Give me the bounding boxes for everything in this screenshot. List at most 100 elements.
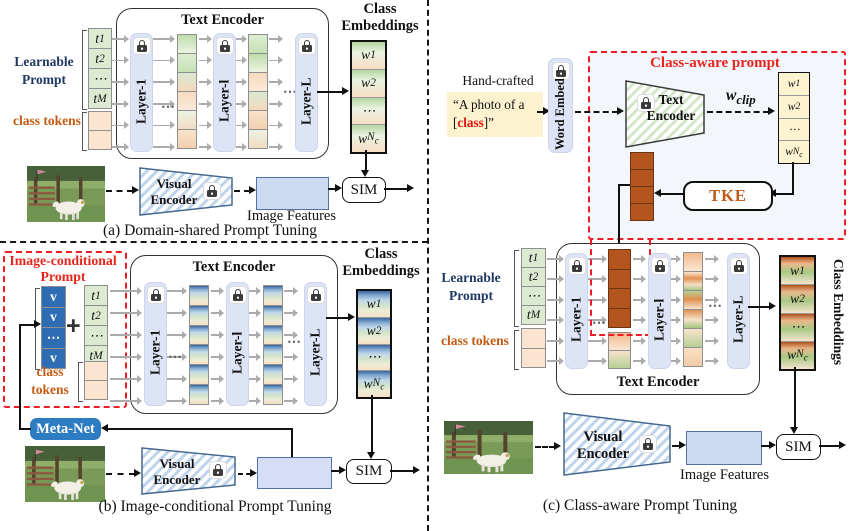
- flow-arrow-icon: [633, 316, 646, 324]
- feature-token-cell: [177, 110, 197, 130]
- word-embed-label: Word Embed: [553, 78, 567, 150]
- token-column: [248, 34, 268, 149]
- dashed-flow-arrow: [238, 469, 257, 478]
- class-token: [84, 361, 108, 381]
- image-features-box: [257, 457, 332, 489]
- feature-token-cell: [263, 344, 283, 366]
- lock-icon: [228, 285, 247, 304]
- flow-arrow: [326, 312, 355, 323]
- flow-arrow-icon: [236, 56, 247, 64]
- class-token: [88, 130, 112, 150]
- visual-encoder-label: Visual Encoder: [153, 456, 201, 487]
- flow-arrow-icon: [112, 121, 129, 129]
- gray-arrow-group: [671, 255, 681, 365]
- flow-arrow-icon: [588, 296, 607, 304]
- gray-arrow-group: [199, 35, 212, 151]
- dashed-flow-arrow: [331, 466, 346, 475]
- lock-icon: [215, 36, 234, 55]
- feature-token-cell: [683, 271, 703, 291]
- class-tokens-label: class tokens: [441, 333, 509, 348]
- flow-arrow: [672, 440, 686, 451]
- panel-divider-horizontal: [0, 241, 428, 243]
- feature-token-cell: [189, 364, 209, 386]
- flow-arrow-icon: [249, 375, 261, 383]
- flow-arrow-icon: [588, 316, 607, 324]
- lock-icon: [132, 36, 151, 55]
- hand-crafted-label: Hand-crafted: [462, 73, 534, 88]
- feature-token-cell: [683, 252, 703, 272]
- connector-line: [19, 324, 22, 430]
- flow-arrow-icon: [269, 56, 283, 64]
- gray-arrow-group: [705, 255, 719, 365]
- feature-token-cell: [248, 72, 268, 92]
- flow-arrow-icon: [199, 35, 212, 43]
- ellipsis: ⋯: [161, 100, 177, 115]
- visual-encoder-label: Visual Encoder: [576, 429, 630, 463]
- layer-pill: Layer-1: [130, 33, 153, 152]
- feature-token-cell: [189, 304, 209, 326]
- caption-c: (c) Class-aware Prompt Tuning: [542, 497, 738, 514]
- brace: [78, 362, 83, 402]
- flow-arrow-icon: [153, 35, 175, 43]
- flow-arrow-icon: [633, 275, 646, 283]
- token-column: [608, 332, 631, 369]
- token-column: [177, 34, 197, 149]
- flow-arrow-icon: [249, 397, 261, 405]
- lock-icon: [729, 256, 748, 275]
- flow-arrow-icon: [671, 296, 681, 304]
- flow-arrow-icon: [199, 78, 212, 86]
- word-embed-pill: Word Embed: [548, 58, 573, 153]
- prompt-token: ⋯: [84, 325, 108, 346]
- flow-arrow-icon: [249, 331, 261, 339]
- feature-token-cell: [189, 344, 209, 366]
- flow-arrow-icon: [199, 100, 212, 108]
- lock-icon: [146, 285, 165, 304]
- sim-label: SIM: [350, 181, 378, 198]
- visual-encoder: Visual Encoder: [563, 412, 671, 476]
- visual-encoder-label: Visual Encoder: [150, 176, 198, 207]
- flow-arrow-icon: [547, 255, 564, 263]
- feature-token-cell: [248, 34, 268, 54]
- tke-label: TKE: [709, 186, 747, 205]
- layer-pill: Layer-1: [565, 253, 588, 369]
- flow-arrow-icon: [166, 309, 187, 317]
- flow-arrow: [613, 184, 624, 250]
- learnable-prompt-label: Learnable Prompt: [14, 54, 74, 87]
- feature-token-cell: [189, 285, 209, 306]
- tke-feature-cell: [630, 203, 654, 221]
- flow-arrow-icon: [110, 375, 142, 383]
- text-encoder-title: Text Encoder: [192, 259, 276, 275]
- flow-arrow-icon: [249, 353, 261, 361]
- dashed-flow-arrow: [707, 107, 775, 116]
- image-features-box: [686, 431, 762, 465]
- flow-arrow-icon: [153, 56, 175, 64]
- flow-arrow-icon: [547, 316, 564, 324]
- class-tokens-label: class tokens: [31, 364, 69, 397]
- gray-arrow-group: [112, 35, 129, 151]
- brace: [82, 112, 87, 151]
- flow-arrow-icon: [269, 78, 283, 86]
- flow-arrow-icon: [284, 287, 298, 295]
- layer-label: Layer-l: [651, 298, 667, 341]
- flow-arrow: [769, 188, 794, 199]
- gray-arrow-group: [110, 287, 142, 405]
- flow-arrow: [390, 465, 420, 476]
- feature-token-cell: [248, 110, 268, 130]
- input-image: [25, 446, 105, 502]
- layer-pill: Layer-1: [144, 282, 167, 406]
- w-clip-label: wclip: [726, 87, 756, 108]
- w-clip-token: ⋯: [779, 117, 809, 141]
- flow-arrow-icon: [284, 331, 298, 339]
- flow-arrow-icon: [588, 336, 607, 345]
